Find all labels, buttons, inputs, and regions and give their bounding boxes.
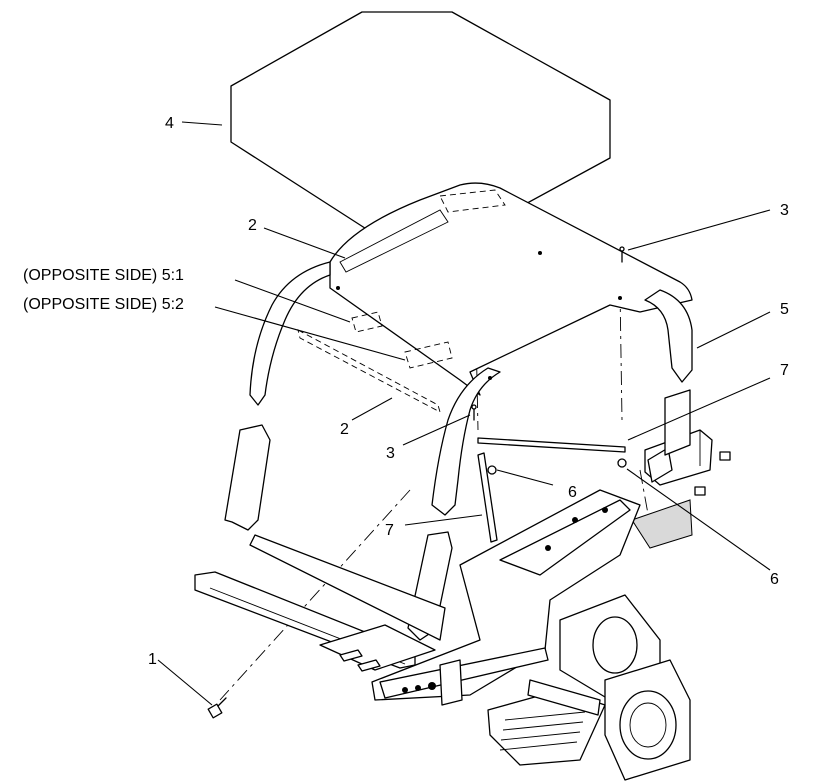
tractor-frame [194,489,691,781]
nut-6-left [487,465,497,475]
callout-2-upper: 2 [248,217,257,234]
callout-6-right: 6 [770,571,779,588]
support-rod-lower [477,452,498,543]
callout-4: 4 [165,115,174,132]
callout-5-1: (OPPOSITE SIDE) 5:1 [23,267,184,284]
callout-5: 5 [780,301,789,318]
decal-top [439,189,506,213]
rops-frame [224,182,693,641]
callout-5-2: (OPPOSITE SIDE) 5:2 [23,296,184,313]
nut-6-right [617,458,627,468]
callout-3-upper: 3 [780,202,789,219]
mount-bracket-right [631,389,731,549]
decal-5-1 [351,311,383,333]
callout-6-left: 6 [568,484,577,501]
decal-2-lower [297,329,441,413]
canopy-top-panel [230,11,611,233]
decal-5-2 [404,341,453,369]
callout-1: 1 [148,651,157,668]
callout-2-lower: 2 [340,421,349,438]
bolt-3-lower [471,404,477,421]
callout-3-lower: 3 [386,445,395,462]
decal-2 [339,209,449,273]
leader-lines [157,121,771,706]
guide-line [219,489,411,701]
callout-7-lower: 7 [385,522,394,539]
support-rod-upper [477,437,626,453]
bolt-3-upper [619,246,625,263]
bolt-1 [207,697,227,719]
callout-7-upper: 7 [780,362,789,379]
guide-line [619,289,623,421]
